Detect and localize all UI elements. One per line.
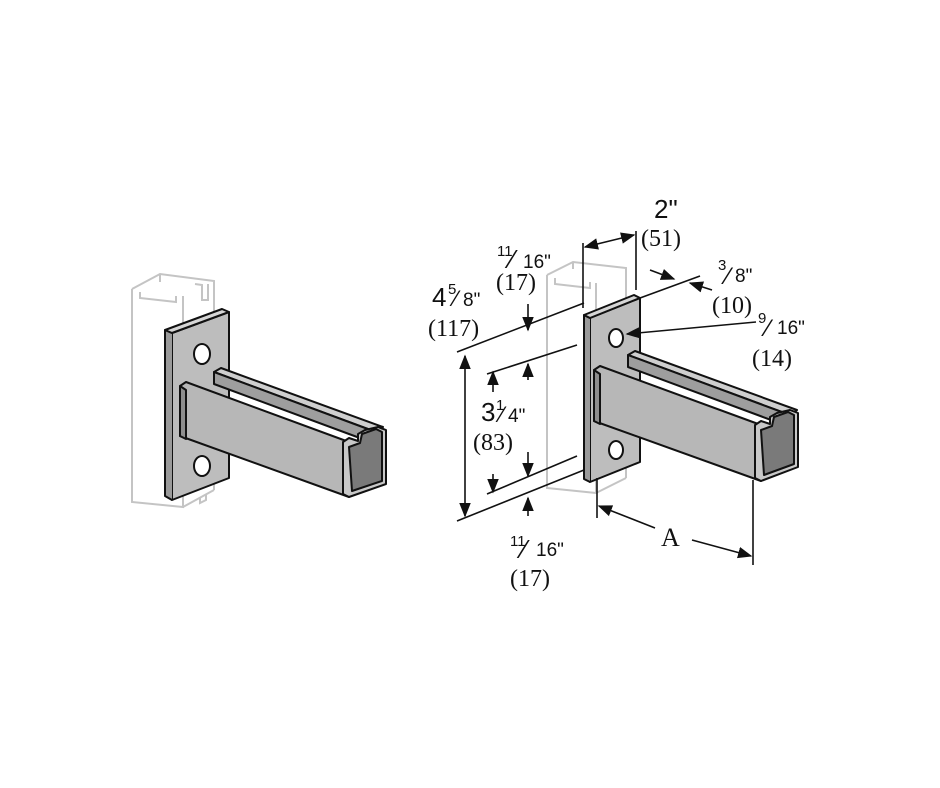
left-plate-hole-bottom — [193, 455, 211, 477]
plate-thk-num: 3 — [718, 257, 726, 274]
dimension-labels: 2" (51) 11 ⁄ 16" (17) 3 ⁄ 8" (10) 9 ⁄ 16… — [428, 194, 805, 592]
hole-offset-bot-den: 16" — [536, 540, 564, 561]
height-den: 8" — [463, 290, 480, 311]
hole-offset-bot-num: 11 — [510, 533, 526, 550]
right-plate-hole-top — [608, 328, 624, 348]
left-bracket-view — [131, 272, 387, 509]
left-channel-arm — [179, 367, 387, 498]
dimension-lines — [456, 231, 757, 565]
left-plate-hole-top — [193, 343, 211, 365]
hole-offset-bot-mm: (17) — [510, 566, 550, 592]
length-a-label: A — [661, 523, 680, 552]
left-plate — [164, 308, 230, 501]
height-num: 5 — [448, 281, 456, 298]
hole-spacing-num: 1 — [496, 397, 504, 414]
hole-offset-top-den: 16" — [523, 252, 551, 273]
right-channel-arm — [593, 350, 799, 482]
hole-dia-den: 16" — [777, 318, 805, 339]
plate-thk-den: 8" — [735, 266, 752, 287]
height-whole: 4 — [432, 282, 446, 312]
hole-offset-top-num: 11 — [497, 243, 513, 260]
right-bracket-view: 2" (51) 11 ⁄ 16" (17) 3 ⁄ 8" (10) 9 ⁄ 16… — [428, 194, 805, 592]
right-plate-hole-bottom — [608, 440, 624, 460]
width-inch-label: 2" — [654, 194, 678, 224]
hole-offset-top-mm: (17) — [496, 270, 536, 296]
hole-spacing-whole: 3 — [481, 397, 495, 427]
hole-spacing-den: 4" — [508, 406, 525, 427]
hole-spacing-mm: (83) — [473, 430, 513, 456]
hole-dia-mm: (14) — [752, 346, 792, 372]
height-mm: (117) — [428, 316, 479, 342]
plate-thk-mm: (10) — [712, 293, 752, 319]
width-mm-label: (51) — [641, 226, 681, 252]
hole-dia-num: 9 — [758, 310, 766, 327]
